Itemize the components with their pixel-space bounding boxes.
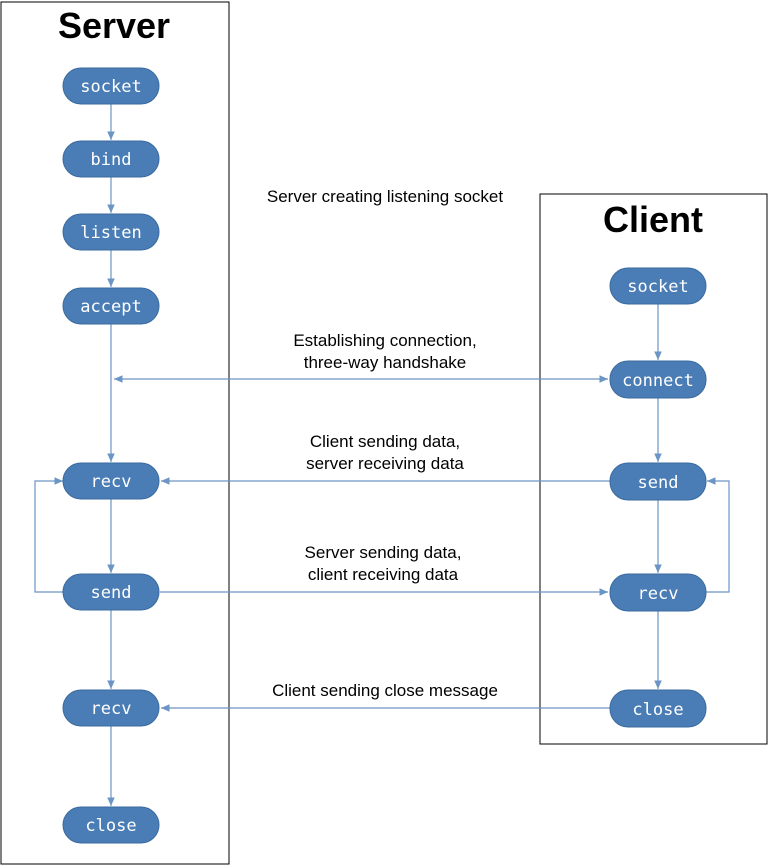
client-node-close: close [609,689,707,728]
note-client-send-line2: server receiving data [306,454,464,473]
server-title: Server [58,5,170,46]
server-node-send: send [62,573,160,611]
client-node-connect: connect [609,360,707,399]
client-socket-label: socket [627,277,688,297]
server-edges [34,104,115,806]
server-node-accept: accept [62,287,160,325]
server-frame [0,1,230,865]
edge-client-loop [706,477,730,593]
client-recv-label: recv [638,584,679,604]
server-node-listen: listen [62,213,160,251]
client-node-socket: socket [609,267,707,305]
server-bind-label: bind [91,150,132,170]
server-socket-label: socket [80,77,141,97]
note-close-message: Client sending close message [272,681,498,700]
client-send-label: send [638,473,679,493]
client-node-recv: recv [609,573,707,612]
server-node-socket: socket [62,67,160,105]
server-listen-label: listen [80,223,141,243]
server-accept-label: accept [80,297,141,317]
annotations: Server creating listening socket Establi… [267,187,504,700]
client-connect-label: connect [622,371,694,391]
note-server-send-line2: client receiving data [308,565,459,584]
edge-server-loop [34,477,64,593]
server-panel: Server [0,1,230,865]
server-node-close: close [62,806,160,844]
server-recv-label: recv [91,472,132,492]
note-handshake-line2: three-way handshake [304,353,467,372]
client-nodes: socket connect send recv close [609,267,707,728]
note-client-send-line1: Client sending data, [310,432,460,451]
note-listening: Server creating listening socket [267,187,504,206]
note-handshake-line1: Establishing connection, [293,331,476,350]
client-node-send: send [609,462,707,501]
server-send-label: send [91,583,132,603]
server-close-label: close [85,816,136,836]
client-panel: Client [539,193,768,745]
note-server-send-line1: Server sending data, [305,543,462,562]
client-edges [654,304,730,689]
client-close-label: close [632,700,683,720]
server-nodes: socket bind listen accept recv send recv [62,67,160,844]
client-frame [539,193,768,745]
server-node-recv-close: recv [62,689,160,727]
server-recv2-label: recv [91,699,132,719]
server-node-bind: bind [62,140,160,178]
client-title: Client [603,199,703,240]
cross-edges [114,375,610,712]
server-node-recv: recv [62,462,160,500]
